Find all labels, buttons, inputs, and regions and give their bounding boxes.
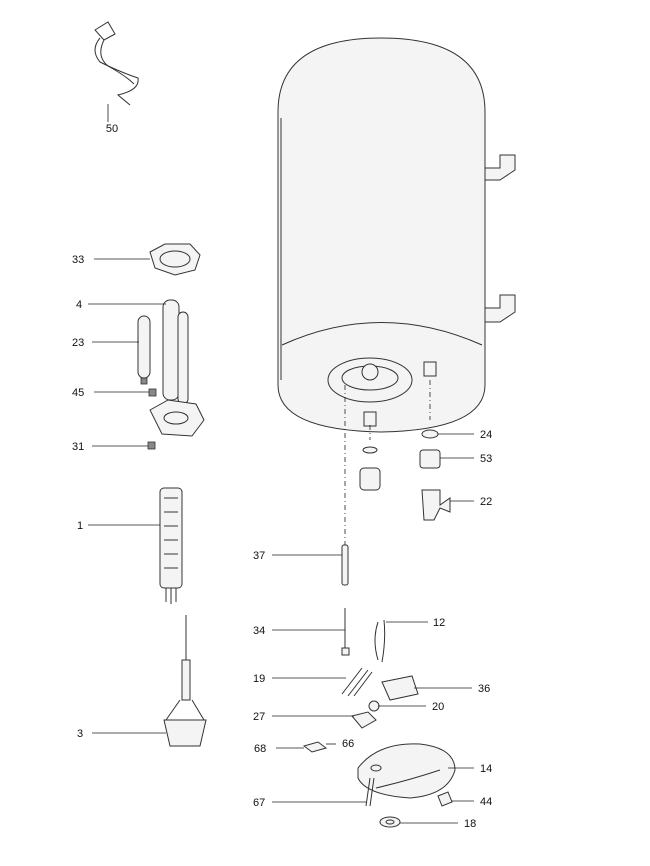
- circuit-board-part: [381, 675, 419, 701]
- callout-45: 45: [72, 387, 84, 399]
- callout-53: 53: [480, 453, 492, 465]
- cover-14-part: [357, 743, 456, 799]
- dash-axis-lines: [344, 380, 431, 545]
- callout-33: 33: [72, 254, 84, 266]
- bracket-27-part: [351, 711, 377, 729]
- screw-67-part: [365, 777, 375, 807]
- tank-body: [277, 37, 486, 433]
- nut-45-part: [148, 388, 157, 397]
- inlet-fitting-part: [359, 446, 381, 491]
- callout-22: 22: [480, 496, 492, 508]
- clip-68-66-part: [302, 741, 328, 753]
- callout-labels: 50 33 4 23 45 31 1 3 24 53 22 37 34 12 1…: [72, 123, 492, 830]
- callout-31: 31: [72, 441, 84, 453]
- callout-14: 14: [480, 763, 492, 775]
- callout-27: 27: [253, 711, 265, 723]
- callout-24: 24: [480, 429, 492, 441]
- heating-element-part: [159, 487, 183, 604]
- callout-1: 1: [77, 520, 83, 532]
- callout-34: 34: [253, 625, 265, 637]
- gasket-part: [149, 243, 201, 276]
- washer-24-part: [421, 429, 439, 439]
- callout-23: 23: [72, 337, 84, 349]
- callout-18: 18: [464, 818, 476, 830]
- callout-19: 19: [253, 673, 265, 685]
- callout-50: 50: [106, 123, 118, 135]
- nut-31-part: [147, 441, 156, 450]
- callout-67: 67: [253, 797, 265, 809]
- callout-44: 44: [480, 796, 492, 808]
- fitting-53-part: [419, 449, 441, 469]
- power-cord-part: [94, 21, 139, 106]
- callout-4: 4: [76, 299, 82, 311]
- callout-68: 68: [254, 743, 266, 755]
- callout-20: 20: [432, 701, 444, 713]
- anode-rod-part: [137, 315, 151, 385]
- grommet-20-part: [368, 700, 380, 712]
- ring-18-part: [379, 816, 401, 828]
- cable-ties-part: [341, 667, 373, 697]
- mounting-bracket-lower: [484, 294, 516, 323]
- mounting-bracket-upper: [484, 154, 516, 181]
- wiring-harness-part: [374, 619, 386, 663]
- callout-66: 66: [342, 738, 354, 750]
- leader-lines: [88, 104, 474, 824]
- callout-12: 12: [433, 617, 445, 629]
- flange-tube-part: [149, 299, 205, 437]
- callout-36: 36: [478, 683, 490, 695]
- clip-44-part: [437, 791, 453, 807]
- callout-3: 3: [77, 728, 83, 740]
- sensor-cable-part: [341, 608, 350, 656]
- sensor-probe-part: [341, 544, 349, 586]
- thermostat-part: [163, 615, 207, 747]
- valve-22-part: [421, 489, 451, 521]
- callout-37: 37: [253, 550, 265, 562]
